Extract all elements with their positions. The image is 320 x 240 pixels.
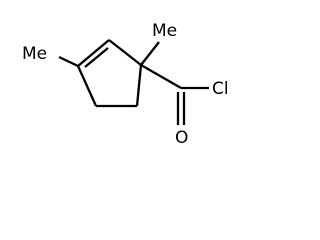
ring-bond-c1-c2 (108, 39, 142, 66)
methyl-label-top: Me (152, 21, 177, 41)
methyl-label-left: Me (22, 44, 47, 64)
ring-bond-c3-c4 (76, 65, 98, 107)
ring-bond-c5-c1 (135, 64, 143, 107)
chemical-structure: Me Me Cl O (22, 21, 229, 148)
chlorine-label: Cl (212, 79, 229, 99)
carbonyl-carbon-bond (140, 64, 182, 89)
methyl-bond-left (58, 55, 79, 68)
ring-double-bond-c2-c3 (77, 39, 110, 67)
methyl-bond-top (140, 41, 160, 66)
oxygen-label: O (175, 128, 188, 148)
ring-double-bond-c2-c3-inner (84, 47, 109, 68)
